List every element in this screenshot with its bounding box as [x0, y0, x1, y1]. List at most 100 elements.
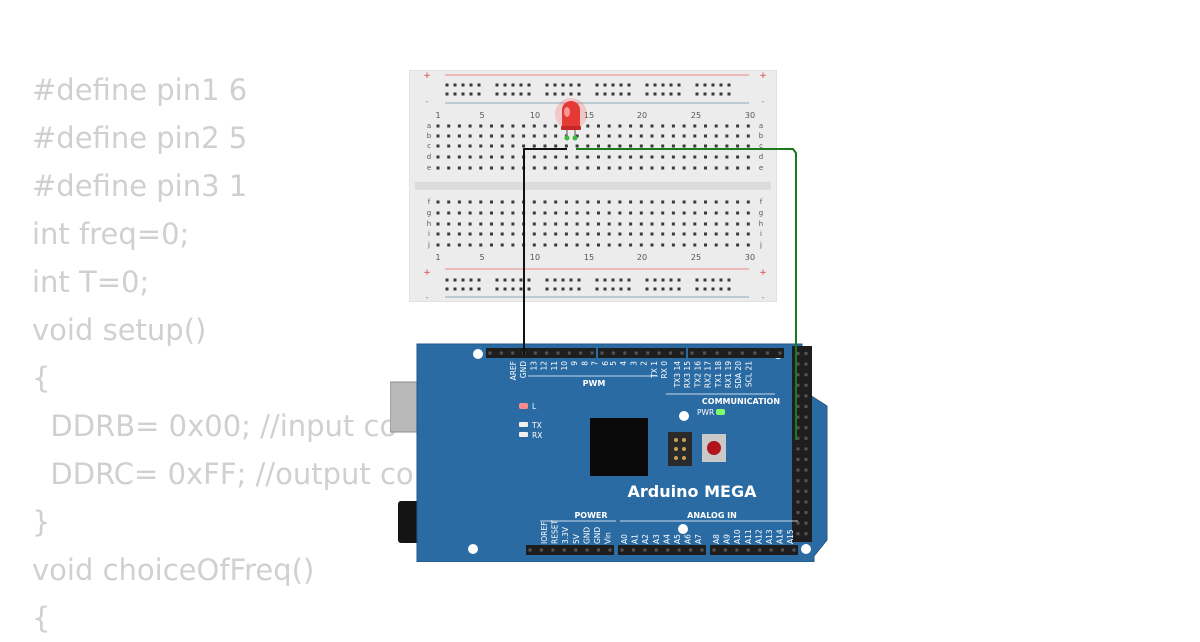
- breadboard-hole: [650, 232, 654, 236]
- breadboard-hole: [671, 200, 675, 204]
- breadboard-hole: [479, 134, 483, 138]
- breadboard-hole: [629, 200, 633, 204]
- breadboard-hole: [603, 287, 607, 291]
- breadboard-hole: [725, 124, 729, 128]
- breadboard-hole: [500, 155, 504, 159]
- breadboard-hole: [522, 144, 526, 148]
- breadboard-hole: [575, 155, 579, 159]
- breadboard-hole: [522, 211, 526, 215]
- breadboard-hole: [522, 222, 526, 226]
- column-number: 30: [745, 253, 755, 262]
- breadboard-hole: [595, 287, 599, 291]
- header-pin: [677, 548, 681, 552]
- header-pin: [608, 548, 612, 552]
- breadboard-hole: [495, 92, 499, 96]
- breadboard-hole: [736, 222, 740, 226]
- breadboard-hole: [736, 211, 740, 215]
- breadboard-hole: [693, 124, 697, 128]
- breadboard-hole: [595, 92, 599, 96]
- breadboard-hole: [736, 243, 740, 247]
- row-letter: c: [759, 142, 763, 150]
- breadboard-hole: [682, 222, 686, 226]
- breadboard-hole: [639, 200, 643, 204]
- breadboard-hole: [532, 144, 536, 148]
- breadboard-hole: [457, 232, 461, 236]
- breadboard-hole: [503, 92, 507, 96]
- breadboard-hole: [500, 166, 504, 170]
- breadboard-hole: [543, 211, 547, 215]
- pin-label: TX2 16: [693, 361, 702, 389]
- row-letter: h: [427, 220, 431, 228]
- breadboard-hole: [479, 144, 483, 148]
- breadboard-hole: [511, 222, 515, 226]
- icsp-pin: [674, 438, 678, 442]
- icsp-pin: [682, 447, 686, 451]
- breadboard-hole: [477, 278, 481, 282]
- header-pin: [623, 351, 627, 355]
- led[interactable]: [555, 98, 587, 141]
- breadboard-hole: [711, 278, 715, 282]
- breadboard-hole: [618, 232, 622, 236]
- breadboard-hole: [500, 232, 504, 236]
- header-pin: [690, 351, 694, 355]
- breadboard-hole: [618, 166, 622, 170]
- breadboard-hole: [736, 155, 740, 159]
- breadboard-hole: [500, 211, 504, 215]
- pin-label: A7: [694, 534, 703, 544]
- power-header: [526, 545, 614, 555]
- breadboard-hole: [495, 278, 499, 282]
- breadboard-hole: [445, 287, 449, 291]
- breadboard-hole: [527, 83, 531, 87]
- breadboard-hole: [586, 166, 590, 170]
- breadboard-hole: [575, 134, 579, 138]
- digital-header-side: [792, 346, 812, 542]
- breadboard-hole: [479, 243, 483, 247]
- breadboard-hole: [597, 144, 600, 148]
- breadboard-hole: [469, 92, 473, 96]
- breadboard[interactable]: + + - - + + - - 1 5 10 15 20 25 30 1 5 1…: [409, 70, 777, 302]
- row-letter: c: [427, 142, 431, 150]
- breadboard-hole: [457, 243, 461, 247]
- breadboard-hole: [671, 124, 675, 128]
- breadboard-hole: [704, 222, 707, 226]
- breadboard-hole: [436, 211, 440, 215]
- breadboard-hole: [597, 222, 600, 226]
- pin-label: AREF: [509, 361, 518, 380]
- header-pin: [796, 352, 800, 355]
- breadboard-hole: [503, 83, 507, 87]
- breadboard-hole: [693, 243, 697, 247]
- breadboard-hole: [468, 166, 472, 170]
- breadboard-hole: [527, 92, 531, 96]
- header-pin: [528, 548, 532, 552]
- header-pin: [804, 405, 808, 408]
- breadboard-hole: [457, 166, 461, 170]
- breadboard-hole: [468, 155, 472, 159]
- reset-button[interactable]: [707, 441, 721, 455]
- breadboard-hole: [704, 200, 707, 204]
- breadboard-hole: [575, 222, 579, 226]
- header-pin: [796, 436, 800, 440]
- column-number: 1: [435, 253, 440, 262]
- breadboard-hole: [671, 134, 675, 138]
- breadboard-hole: [661, 278, 665, 282]
- header-pin: [488, 351, 492, 355]
- breadboard-hole: [453, 92, 457, 96]
- breadboard-hole: [619, 278, 623, 282]
- breadboard-hole: [639, 232, 643, 236]
- column-number: 15: [584, 253, 594, 262]
- breadboard-hole: [436, 134, 440, 138]
- breadboard-hole: [725, 166, 729, 170]
- breadboard-hole: [711, 83, 715, 87]
- breadboard-hole: [468, 134, 472, 138]
- breadboard-hole: [682, 155, 686, 159]
- breadboard-hole: [704, 232, 707, 236]
- breadboard-hole: [569, 83, 573, 87]
- analog-header-2: [710, 545, 798, 555]
- breadboard-hole: [447, 134, 451, 138]
- breadboard-hole: [543, 166, 547, 170]
- header-pin: [778, 351, 782, 355]
- breadboard-hole: [500, 200, 504, 204]
- breadboard-hole: [511, 155, 515, 159]
- code-line: }: [32, 505, 51, 539]
